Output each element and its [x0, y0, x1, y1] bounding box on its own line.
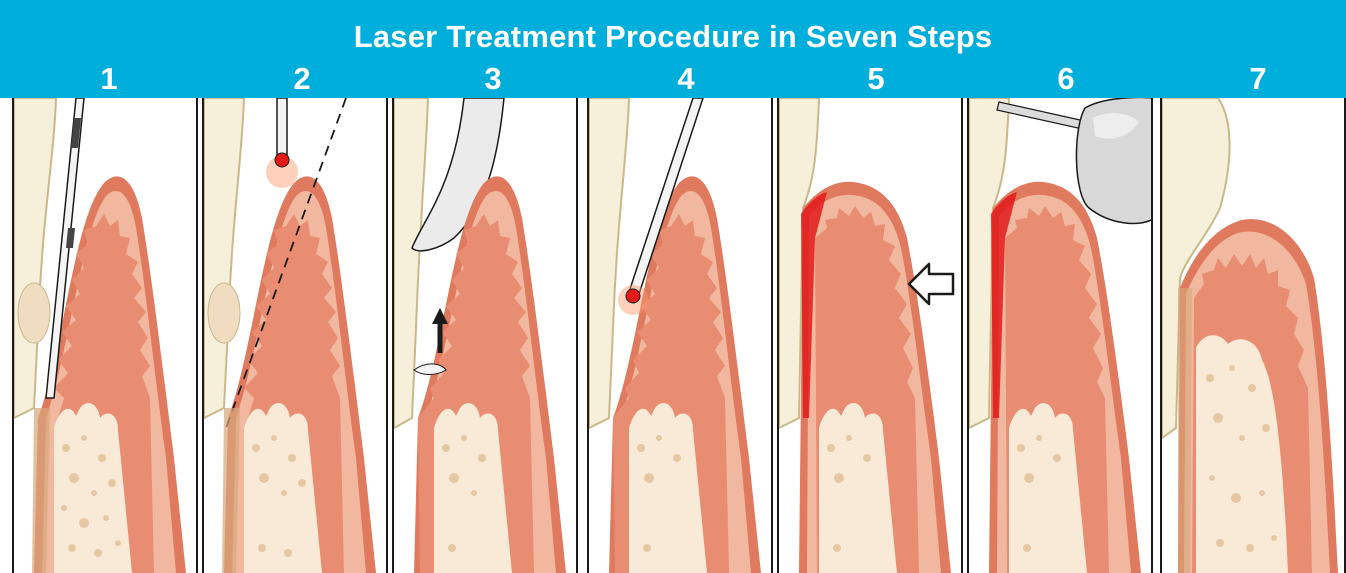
step-number-6: 6	[1036, 62, 1096, 96]
step-panel-4	[587, 98, 773, 573]
step-panel-1	[12, 98, 198, 573]
step-number-5: 5	[846, 62, 906, 96]
step-number-3: 3	[463, 62, 523, 96]
step-panel-2	[202, 98, 388, 573]
tooth-crown	[204, 98, 244, 418]
step-number-7: 7	[1228, 62, 1288, 96]
step-number-4: 4	[656, 62, 716, 96]
step-panel-3	[392, 98, 578, 573]
tooth-crown	[394, 98, 428, 428]
diagram-title: Laser Treatment Procedure in Seven Steps	[0, 19, 1346, 55]
tooth-crown	[589, 98, 629, 428]
laser-fiber-tip	[266, 98, 298, 188]
step-number-1: 1	[79, 62, 139, 96]
step-panel-7	[1160, 98, 1346, 573]
step-panel-6	[967, 98, 1153, 573]
title-banner: Laser Treatment Procedure in Seven Steps…	[0, 0, 1346, 98]
step-panel-5	[777, 98, 963, 573]
step-panels	[0, 98, 1346, 573]
step-number-2: 2	[272, 62, 332, 96]
